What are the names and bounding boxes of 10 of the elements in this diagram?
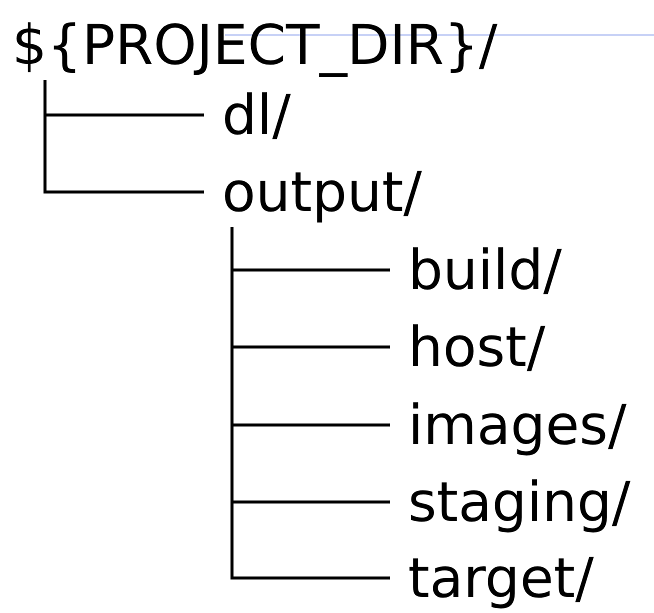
folder-name: target/ [408,543,594,613]
folder-name: output/ [222,157,422,227]
folder-name: host/ [408,312,546,382]
folder-name: dl/ [222,80,291,150]
folder-name: ${PROJECT_DIR}/ [12,10,498,80]
tree-connector [44,80,204,194]
folder-name: images/ [408,390,626,460]
tree-connector [230,227,390,580]
folder-name: build/ [408,235,562,305]
folder-name: staging/ [408,467,630,537]
